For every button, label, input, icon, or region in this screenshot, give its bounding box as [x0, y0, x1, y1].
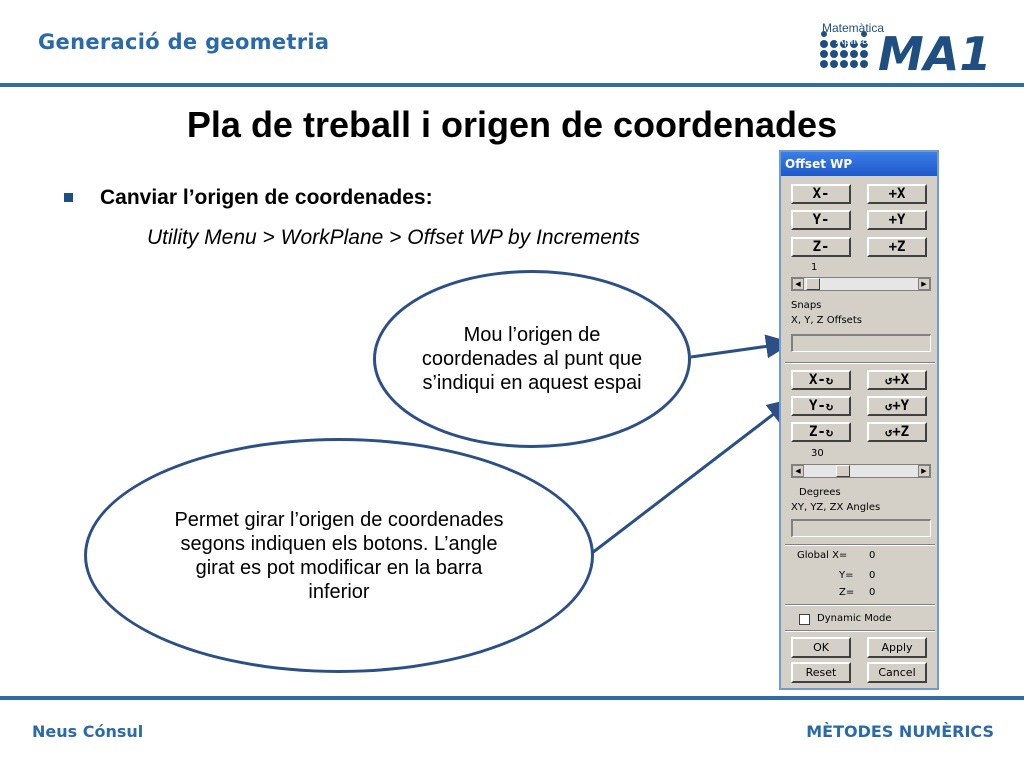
logo-mark: MA1 [878, 27, 991, 74]
rotate-callout: Permet girar l’origen de coordenades seg… [84, 438, 594, 673]
offset-wp-dialog: Offset WP X- +X Y- +Y Z- +Z 1 ◀ ▶ Snaps … [779, 150, 939, 690]
rotate-z-minus-label: Z- [808, 424, 826, 440]
rotate-icon: ↺ [884, 373, 893, 387]
rotate-y-minus-label: Y- [808, 398, 826, 414]
bullet-text: Canviar l’origen de coordenades: [100, 186, 433, 209]
rotate-icon: ↻ [825, 373, 834, 387]
y-plus-button[interactable]: +Y [867, 210, 927, 230]
offset-callout: Mou l’origen de coordenades al punt que … [373, 270, 691, 448]
slider-left-icon[interactable]: ◀ [792, 465, 804, 477]
global-x-label: Global X= [797, 550, 848, 561]
dynamic-mode-label: Dynamic Mode [817, 613, 892, 624]
snap-slider[interactable]: ◀ ▶ [791, 277, 931, 291]
offsets-input[interactable] [791, 334, 931, 352]
slider-right-icon[interactable]: ▶ [918, 465, 930, 477]
footer-author: Neus Cónsul [32, 722, 144, 741]
rotate-callout-text: Permet girar l’origen de coordenades seg… [174, 508, 504, 603]
separator [785, 630, 935, 632]
offset-callout-text: Mou l’origen de coordenades al punt que … [421, 324, 643, 394]
rotate-icon: ↺ [884, 399, 893, 413]
footer-course: MÈTODES NUMÈRICS [806, 722, 994, 741]
menu-path-text: Utility Menu > WorkPlane > Offset WP by … [147, 226, 640, 249]
degrees-label: Degrees [799, 487, 841, 498]
global-y-label: Y= [839, 570, 854, 581]
degrees-value: 30 [811, 448, 824, 459]
separator [785, 544, 935, 546]
global-z-value: 0 [869, 587, 876, 598]
slider-right-icon[interactable]: ▶ [918, 278, 930, 290]
slider-thumb[interactable] [806, 278, 820, 290]
angles-input[interactable] [791, 519, 931, 537]
angles-label: XY, YZ, ZX Angles [791, 502, 881, 513]
z-plus-button[interactable]: +Z [867, 237, 927, 257]
rotate-icon: ↻ [825, 399, 834, 413]
offsets-label: X, Y, Z Offsets [791, 315, 862, 326]
cancel-button[interactable]: Cancel [867, 662, 927, 683]
logo-line2: Aplicada [836, 33, 882, 47]
apply-button[interactable]: Apply [867, 637, 927, 658]
global-x-value: 0 [869, 550, 876, 561]
separator [785, 604, 935, 606]
rotate-y-minus-button[interactable]: Y-↻ [791, 396, 851, 416]
header-title: Generació de geometria [38, 30, 330, 54]
rotate-x-plus-button[interactable]: ↺+X [867, 370, 927, 390]
ok-button[interactable]: OK [791, 637, 851, 658]
footer-rule [0, 696, 1024, 700]
rotate-z-plus-button[interactable]: ↺+Z [867, 422, 927, 442]
global-y-value: 0 [869, 570, 876, 581]
z-minus-button[interactable]: Z- [791, 237, 851, 257]
snaps-label: Snaps [791, 300, 822, 311]
slide-title: Pla de treball i origen de coordenades [186, 104, 838, 145]
slider-thumb[interactable] [836, 465, 850, 477]
header-rule [0, 83, 1024, 87]
reset-button[interactable]: Reset [791, 662, 851, 683]
bullet-square-icon [64, 193, 73, 202]
degrees-slider[interactable]: ◀ ▶ [791, 464, 931, 478]
separator [785, 362, 935, 364]
slider-left-icon[interactable]: ◀ [792, 278, 804, 290]
y-minus-button[interactable]: Y- [791, 210, 851, 230]
rotate-z-plus-label: +Z [892, 424, 910, 440]
offset-arrow [690, 334, 793, 359]
global-z-label: Z= [839, 587, 855, 598]
dynamic-mode-checkbox[interactable] [799, 614, 810, 625]
rotate-x-minus-button[interactable]: X-↻ [791, 370, 851, 390]
snap-value: 1 [811, 262, 818, 273]
rotate-y-plus-button[interactable]: ↺+Y [867, 396, 927, 416]
dialog-title: Offset WP [781, 152, 937, 176]
rotate-icon: ↺ [884, 425, 893, 439]
rotate-y-plus-label: +Y [892, 398, 910, 414]
rotate-z-minus-button[interactable]: Z-↻ [791, 422, 851, 442]
logo-line1: Matemàtica [822, 21, 884, 35]
rotate-x-plus-label: +X [892, 372, 910, 388]
rotate-x-minus-label: X- [808, 372, 826, 388]
rotate-icon: ↻ [825, 425, 834, 439]
ma1-logo: Matemàtica Aplicada MA1 [820, 21, 991, 74]
x-minus-button[interactable]: X- [791, 184, 851, 204]
x-plus-button[interactable]: +X [867, 184, 927, 204]
